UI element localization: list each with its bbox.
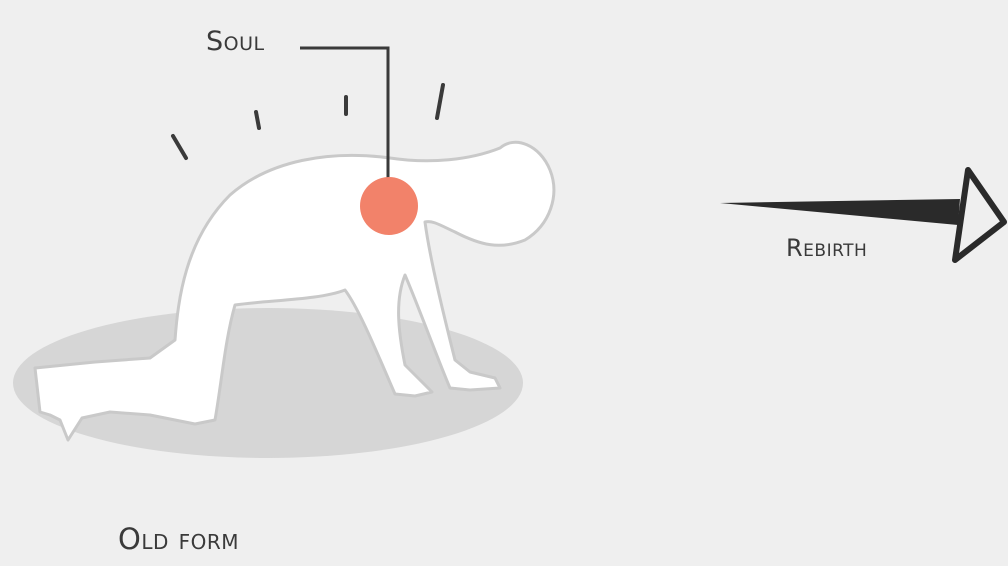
arrow-head: [955, 170, 1004, 260]
soul-label: Soul: [206, 26, 265, 57]
soul-dot-icon: [360, 177, 418, 235]
arrow-right-icon: [720, 199, 960, 225]
rebirth-label: Rebirth: [786, 234, 867, 262]
motion-mark: [173, 136, 186, 158]
motion-mark: [256, 112, 259, 128]
old-form-label: Old form: [118, 522, 239, 556]
motion-mark: [437, 85, 443, 118]
